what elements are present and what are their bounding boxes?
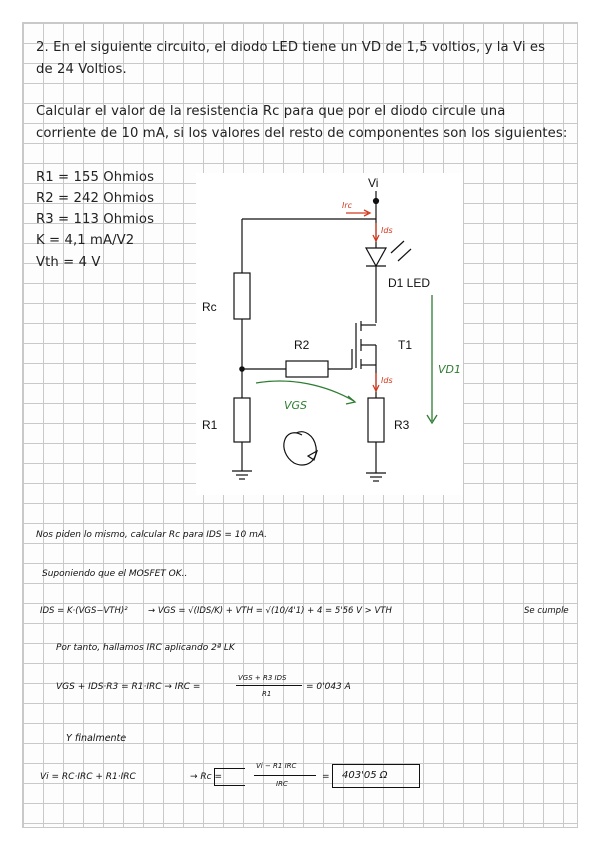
problem-line-3: Calcular el valor de la resistencia Rc p… [36,104,506,119]
solution-line-1: Nos piden lo mismo, calcular Rc para IDS… [36,530,268,540]
solution-equals: = [322,772,330,782]
irc-arrow-head [363,209,372,217]
value-k: K = 4,1 mA/V2 [36,233,135,248]
label-vi: Vi [368,176,378,190]
solution-vi-equation: Vi = RC·IRC + R1·IRC [40,772,136,782]
solution-rc-numerator: Vi − R1 IRC [256,762,297,770]
circuit-svg: Vi Rc R2 T1 R1 R3 D1 LED Irc Ids Ids VGS… [202,176,461,482]
r2-resistor [285,360,329,378]
vgs-arrow-head [345,395,357,405]
solution-irc-equation: VGS + IDS·R3 = R1·IRC → IRC = [56,682,201,692]
led-ray-2 [397,248,412,262]
circuit-diagram: Vi Rc R2 T1 R1 R3 D1 LED Irc Ids Ids VGS… [196,173,463,495]
label-r1: R1 [202,418,218,432]
label-irc: Irc [342,201,353,210]
sketch-loop [283,431,317,466]
solution-final-answer: 403'05 Ω [342,770,388,781]
solution-rc-label: → Rc = [190,772,223,782]
label-t1: T1 [398,338,412,352]
label-vd1: VD1 [438,363,461,376]
solution-irc-fraction-bar [236,685,302,686]
label-ids-bottom: Ids [381,376,393,385]
solution-vgs-result: → VGS = √(IDS/K) + VTH = √(10/4'1) + 4 =… [148,606,392,616]
solution-rc-denominator: IRC [276,780,288,788]
r1-resistor [233,397,251,443]
value-r2: R2 = 242 Ohmios [36,191,155,206]
sketch-arrow [306,449,319,461]
ids-bottom-arrow-head [372,384,380,393]
vgs-arrow [255,380,355,402]
solution-final-answer-box [332,764,420,788]
solution-line-6: Y finalmente [66,733,127,744]
value-r1: R1 = 155 Ohmios [36,170,155,185]
solution-line-4: Por tanto, hallamos IRC aplicando 2ª LK [56,643,235,653]
problem-line-4: corriente de 10 mA, si los valores del r… [36,126,568,141]
value-vth: Vth = 4 V [36,255,101,270]
label-ids-top: Ids [381,226,393,235]
rc-resistor [233,272,251,320]
solution-irc-denominator: R1 [262,690,272,698]
label-r2: R2 [294,338,310,352]
problem-line-2: de 24 Voltios. [36,62,127,77]
solution-irc-result: = 0'043 A [306,682,351,692]
solution-check: Se cumple [524,606,569,616]
problem-line-1: 2. En el siguiente circuito, el diodo LE… [36,40,546,55]
solution-irc-numerator: VGS + R3 IDS [238,674,287,682]
solution-ids-formula: IDS = K·(VGS−VTH)² [40,606,128,616]
ids-top-arrow-head [372,234,380,243]
solution-rc-box [214,768,245,786]
label-d1-led: D1 LED [388,276,430,290]
solution-line-2: Suponiendo que el MOSFET OK.. [42,569,188,579]
r3-resistor [367,397,385,443]
vd1-arrow-head [426,414,438,425]
led-triangle [364,247,388,268]
solution-rc-fraction-bar [254,775,316,776]
led-ray-1 [390,240,405,254]
label-r3: R3 [394,418,410,432]
label-rc: Rc [202,300,217,314]
label-vgs: VGS [284,399,307,412]
value-r3: R3 = 113 Ohmios [36,212,155,227]
